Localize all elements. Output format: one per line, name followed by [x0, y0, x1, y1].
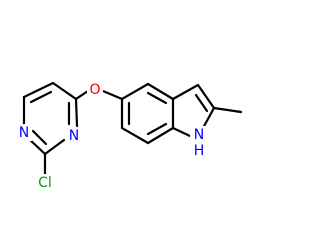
bond-indole-c5-c4 [120, 82, 150, 101]
bond-pyrimidine-c2-n3 [43, 138, 66, 156]
oxygen-label-background [87, 82, 103, 98]
bond-indole-c4-c3a-inner [146, 91, 168, 105]
pyrimidine-upper-nitrogen-label-background [16, 124, 32, 141]
bond-indole-c7a-c7-inner [146, 122, 168, 136]
indole-hydrogen-atom-label: H [194, 143, 205, 159]
pyrimidine-lower-nitrogen-atom-label: N [69, 128, 79, 144]
bond-pyrimidine-oxygen [74, 89, 90, 101]
bond-indole-c3a-c3 [171, 83, 200, 101]
bond-pyrimidine-n1-c2-inner [31, 129, 48, 146]
bond-pyrimidine-c4-c5 [51, 81, 78, 101]
indole-nitrogen-label-background [190, 126, 208, 160]
bond-indole-c3-c2-inner [194, 93, 209, 113]
bond-indole-c7a-c7 [146, 126, 175, 145]
bond-indole-c4-c3a [146, 82, 175, 101]
bond-pyrimidine-n3-c4 [74, 97, 79, 128]
bond-oxygen-indole [101, 89, 124, 101]
molecule-structure-diagram: O N N Cl N H [16, 81, 243, 191]
pyrimidine-upper-nitrogen-atom-label: N [19, 125, 29, 141]
bond-indole-c7-c6 [120, 126, 150, 145]
chlorine-atom-label: Cl [38, 175, 52, 191]
bond-indole-c2-n1 [201, 106, 216, 130]
bond-pyrimidine-c5-c6 [22, 81, 55, 99]
oxygen-atom-label: O [89, 82, 100, 98]
indole-nitrogen-atom-label: N [194, 127, 204, 143]
chlorine-label-background [33, 174, 57, 191]
bond-indole-n1-c7a [171, 126, 192, 138]
bond-indole-c2-methyl [212, 106, 243, 114]
bond-pyrimidine-c5-c6-inner [29, 90, 53, 104]
pyrimidine-lower-nitrogen-label-background [66, 127, 82, 144]
bond-indole-c3-c2 [196, 83, 216, 110]
molecule-canvas: O N N Cl N H [16, 81, 243, 191]
